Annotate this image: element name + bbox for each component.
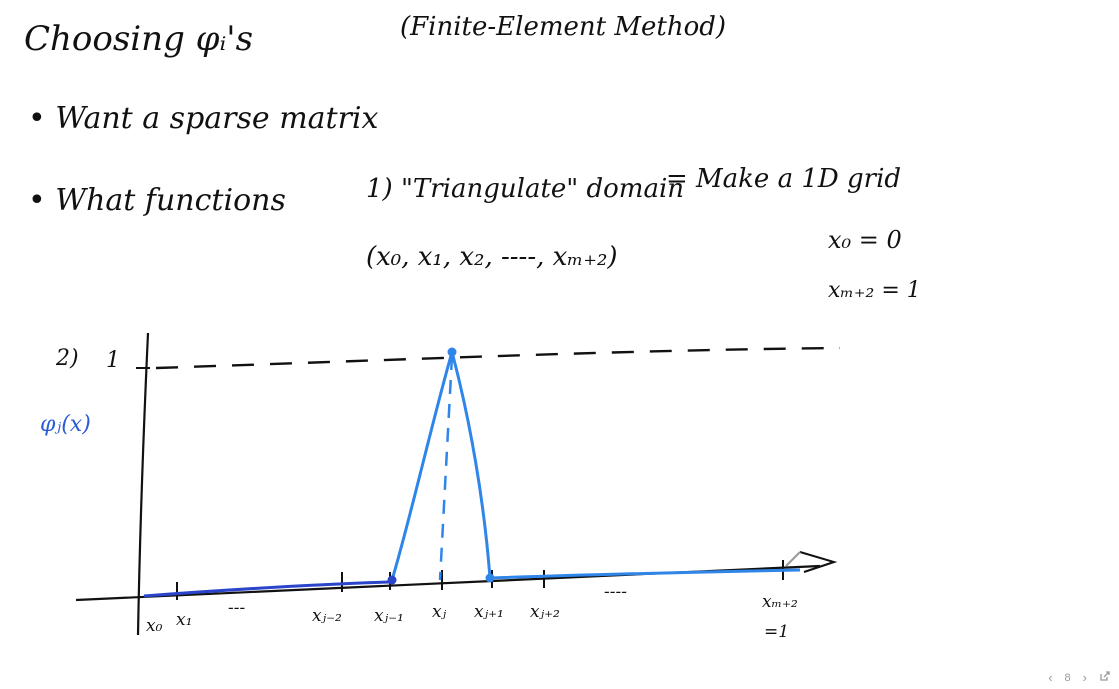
label-x0: x₀ [146, 616, 163, 636]
share-icon[interactable] [1099, 670, 1111, 685]
label-xjp2: xⱼ₊₂ [530, 602, 560, 622]
notes-subtitle: (Finite-Element Method) [400, 12, 727, 42]
node-dot-xj [447, 347, 457, 357]
x-axis-arrow-icon [799, 551, 838, 573]
phi-baseline-left [143, 580, 391, 598]
phi-peak-dashed [438, 355, 454, 581]
label-dash2: ---- [604, 582, 627, 602]
label-xjp1: xⱼ₊₁ [474, 602, 504, 622]
phi-baseline-right [491, 568, 801, 580]
grid-nodes-list: (x₀, x₁, x₂, ----, xₘ₊₂) [366, 242, 618, 272]
page-navigator: ‹ 8 › [1048, 670, 1111, 685]
phi-function-label: φⱼ(x) [40, 412, 91, 437]
dashed-level-line [155, 346, 841, 370]
step1-triangulate: 1) "Triangulate" domain [366, 174, 685, 204]
pen-cursor-icon [785, 551, 801, 567]
bullet-sparse-matrix: • Want a sparse matrix [28, 101, 379, 136]
label-xm2: xₘ₊₂ [762, 592, 798, 612]
y-value-one: 1 [106, 348, 120, 373]
bullet-functions: • What functions [28, 183, 286, 218]
y-axis [136, 332, 150, 636]
label-xj: xⱼ [432, 602, 447, 622]
x0-equation: x₀ = 0 [828, 226, 902, 254]
label-xjm2: xⱼ₋₂ [312, 606, 342, 626]
notes-title: Choosing φᵢ's [24, 19, 254, 59]
node-dot-xjm1 [387, 575, 397, 585]
step1-grid-equation: = Make a 1D grid [666, 164, 902, 194]
page-number: 8 [1064, 671, 1071, 684]
phi-hat-left [390, 351, 454, 581]
label-x1: x₁ [176, 610, 193, 630]
phi-hat-right [450, 351, 492, 579]
step2-label: 2) [56, 346, 79, 371]
label-xjm1: xⱼ₋₁ [374, 606, 404, 626]
label-dash1: --- [228, 598, 246, 618]
label-eq1: =1 [764, 622, 790, 642]
prev-page-button[interactable]: ‹ [1048, 670, 1053, 685]
node-dot-xjp1 [485, 573, 495, 583]
xm-equation: xₘ₊₂ = 1 [828, 278, 921, 303]
next-page-button[interactable]: › [1082, 670, 1087, 685]
